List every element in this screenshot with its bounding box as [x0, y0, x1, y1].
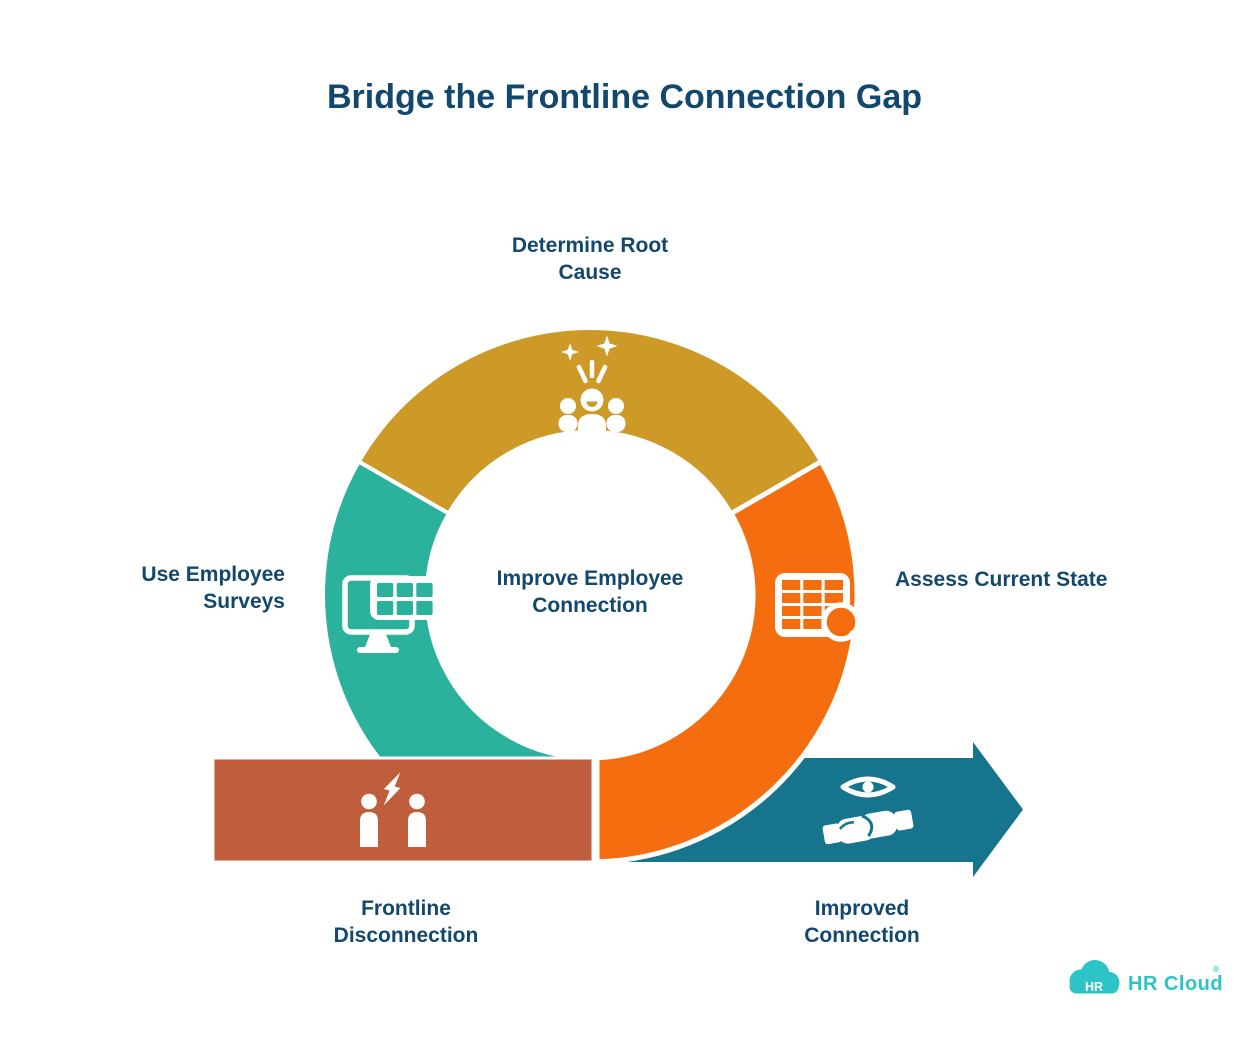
eye-icon: [840, 776, 896, 798]
eye-handshake-icon: [822, 776, 914, 845]
label-line: Frontline: [361, 897, 451, 920]
logo-monogram: HR: [1085, 980, 1103, 994]
label-improved-connection: Improved Connection: [712, 895, 1012, 949]
label-line: Connection: [532, 594, 648, 617]
cloud-icon: [1069, 960, 1120, 994]
hr-cloud-logo: HR HR Cloud ®: [1069, 960, 1223, 995]
label-line: Improved: [814, 897, 910, 920]
people-conflict-icon: [360, 772, 426, 847]
logo-wordmark: HR Cloud: [1128, 973, 1223, 995]
celebration-people-icon: [558, 335, 626, 433]
label-frontline-disconnection: Frontline Disconnection: [256, 895, 556, 949]
label-line: Connection: [804, 924, 920, 947]
label-assess-current-state: Assess Current State: [895, 566, 1175, 593]
flow-bar-frontline-disconnection: [211, 756, 595, 864]
table-magnifier-icon: [775, 573, 871, 651]
label-line: Use Employee: [141, 563, 285, 586]
label-line: Surveys: [203, 590, 285, 613]
handshake-icon: [822, 809, 914, 845]
label-line: Determine Root: [511, 234, 669, 257]
label-line: Improve Employee: [496, 567, 684, 590]
label-determine-root-cause: Determine Root Cause: [440, 232, 740, 286]
registered-mark: ®: [1213, 965, 1219, 974]
survey-monitor-icon: [342, 575, 440, 653]
label-use-employee-surveys: Use Employee Surveys: [35, 561, 285, 615]
label-line: Cause: [558, 261, 622, 284]
label-line: Disconnection: [333, 924, 479, 947]
page-title: Bridge the Frontline Connection Gap: [327, 78, 922, 116]
label-improve-employee-connection: Improve Employee Connection: [440, 565, 740, 619]
label-line: Assess Current State: [895, 568, 1108, 591]
